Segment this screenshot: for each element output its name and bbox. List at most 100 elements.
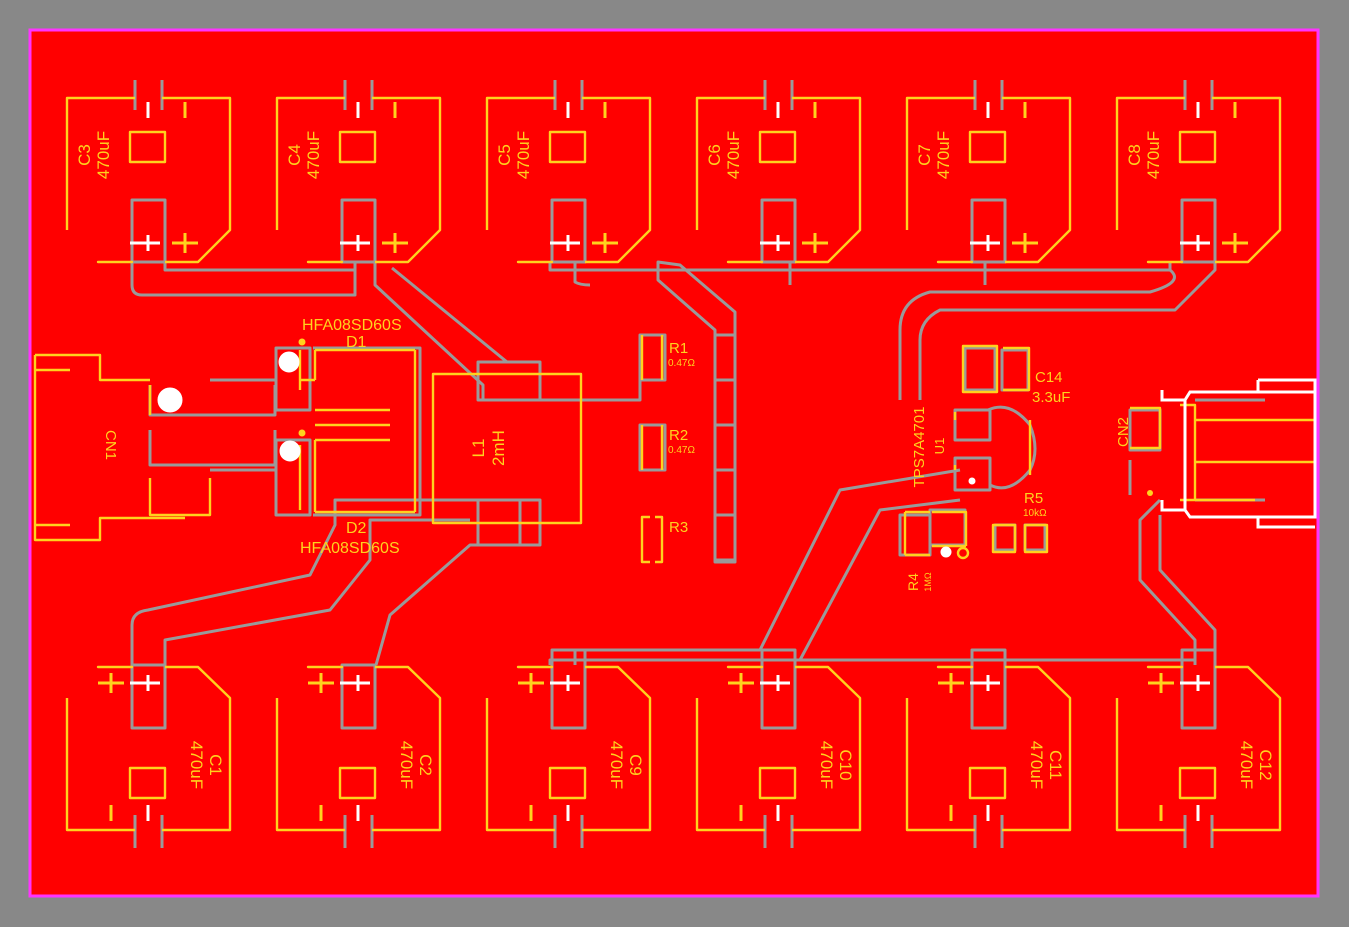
- svg-text:C5: C5: [495, 144, 514, 166]
- svg-text:470uF: 470uF: [607, 741, 626, 789]
- cap-minus-marks-white: [146, 102, 1200, 821]
- u1-ref-label: U1: [932, 438, 947, 455]
- cap-outline-c6: [695, 96, 862, 264]
- u1-outline: [953, 412, 1032, 475]
- svg-text:C4: C4: [285, 144, 304, 166]
- trace-top-bus-right: [548, 262, 1217, 400]
- r3-outline: [640, 515, 664, 564]
- l1-outline: [431, 372, 583, 525]
- svg-text:C8: C8: [1125, 144, 1144, 166]
- svg-text:C10: C10: [836, 749, 855, 780]
- cap-label-c1: C1 470uF: [187, 741, 225, 789]
- cap-label-c3: C3 470uF: [75, 131, 113, 179]
- l1-label: L1 2mH: [469, 430, 508, 466]
- trace-l1-pads: [476, 360, 542, 547]
- trace-bottom-bus-right: [548, 468, 1217, 665]
- cn1-mount-hole: [157, 387, 183, 413]
- r1-ref-label: R1: [669, 340, 688, 357]
- trace-r-pads: [638, 333, 737, 562]
- cap-outline-c7: [905, 96, 1072, 264]
- trace-diode-pads: [274, 346, 422, 517]
- cn2-pin1-dot: [1147, 490, 1153, 496]
- r5-outline: [991, 523, 1049, 554]
- svg-text:C2: C2: [416, 754, 435, 776]
- r2-val-label: 0.47Ω: [668, 445, 695, 456]
- svg-text:470uF: 470uF: [187, 741, 206, 789]
- silkscreen: [33, 96, 1315, 832]
- svg-text:470uF: 470uF: [514, 131, 533, 179]
- svg-text:C9: C9: [626, 754, 645, 776]
- cap-label-c4: C4 470uF: [285, 131, 323, 179]
- cn2-label: CN2: [1115, 417, 1132, 447]
- cap-label-c8: C8 470uF: [1125, 131, 1163, 179]
- cap-label-c10: C10 470uF: [817, 741, 855, 789]
- cn1-label: CN1: [102, 430, 119, 460]
- svg-text:C1: C1: [206, 754, 225, 776]
- d2-part-label: HFA08SD60S: [300, 540, 400, 557]
- r4-val-label: 1MΩ: [923, 572, 933, 592]
- cap-outline-c3: [65, 96, 232, 264]
- svg-text:C7: C7: [915, 144, 934, 166]
- cn1-outline: [33, 353, 212, 542]
- c14-ref-label: C14: [1035, 369, 1063, 386]
- d1-via: [278, 351, 300, 373]
- r4-ref-label: R4: [905, 573, 921, 591]
- white-markers: [130, 102, 1317, 821]
- cap-polarity-yellow: [98, 102, 1248, 821]
- board-outline: [28, 28, 1320, 898]
- svg-text:C6: C6: [705, 144, 724, 166]
- cap-outline-c12: [1115, 665, 1282, 832]
- u1-via-1: [968, 477, 976, 485]
- cap-outline-c9: [485, 665, 652, 832]
- cap-outline-c8: [1115, 96, 1282, 264]
- c14-outline: [961, 344, 1031, 394]
- cn2-outline: [1130, 403, 1315, 502]
- d1-part-label: HFA08SD60S: [302, 317, 402, 334]
- svg-text:470uF: 470uF: [397, 741, 416, 789]
- r3-ref-label: R3: [669, 519, 688, 536]
- r5-val-label: 10kΩ: [1023, 508, 1047, 519]
- r4-via: [940, 546, 952, 558]
- svg-text:C11: C11: [1046, 750, 1065, 780]
- svg-text:2mH: 2mH: [489, 430, 508, 466]
- svg-text:470uF: 470uF: [1027, 741, 1046, 789]
- svg-text:470uF: 470uF: [817, 741, 836, 789]
- trace-cn-input: [148, 378, 277, 472]
- cap-outline-c10: [695, 665, 862, 832]
- svg-text:470uF: 470uF: [934, 131, 953, 179]
- svg-text:470uF: 470uF: [724, 131, 743, 179]
- trace-bottom-bus-left: [130, 498, 522, 666]
- r2-outline: [640, 425, 664, 470]
- svg-text:470uF: 470uF: [1144, 131, 1163, 179]
- r2-ref-label: R2: [669, 427, 688, 444]
- svg-text:470uF: 470uF: [304, 131, 323, 179]
- r1-val-label: 0.47Ω: [668, 358, 695, 369]
- d2-via: [279, 440, 301, 462]
- cap-label-c2: C2 470uF: [397, 741, 435, 789]
- d2-pin1-dot: [298, 429, 306, 437]
- cap-label-c5: C5 470uF: [495, 131, 533, 179]
- trace-cn2: [1128, 398, 1265, 502]
- r4-pin1-dot: [956, 546, 970, 560]
- cap-label-c7: C7 470uF: [915, 131, 953, 179]
- svg-text:470uF: 470uF: [94, 131, 113, 179]
- trace-r-column: [656, 260, 737, 564]
- svg-text:C12: C12: [1256, 749, 1275, 780]
- r1-outline: [640, 335, 664, 380]
- cap-outline-c2: [275, 665, 442, 832]
- c14-val-label: 3.3uF: [1032, 389, 1070, 406]
- d2-outline: [298, 350, 417, 514]
- u1-part-label: TPS7A4701: [911, 407, 928, 488]
- cap-outline-c11: [905, 665, 1072, 832]
- r5-ref-label: R5: [1024, 490, 1043, 507]
- cap-outline-c1: [65, 665, 232, 832]
- d2-ref-label: D2: [346, 520, 367, 537]
- d1-outline: [298, 348, 415, 412]
- cap-label-c9: C9 470uF: [607, 741, 645, 789]
- trace-top-bus: [130, 262, 540, 402]
- r4-outline: [903, 510, 968, 557]
- cap-outline-c5: [485, 96, 652, 264]
- d1-ref-label: D1: [346, 334, 367, 351]
- cap-label-c11: C11 470uF: [1027, 741, 1065, 789]
